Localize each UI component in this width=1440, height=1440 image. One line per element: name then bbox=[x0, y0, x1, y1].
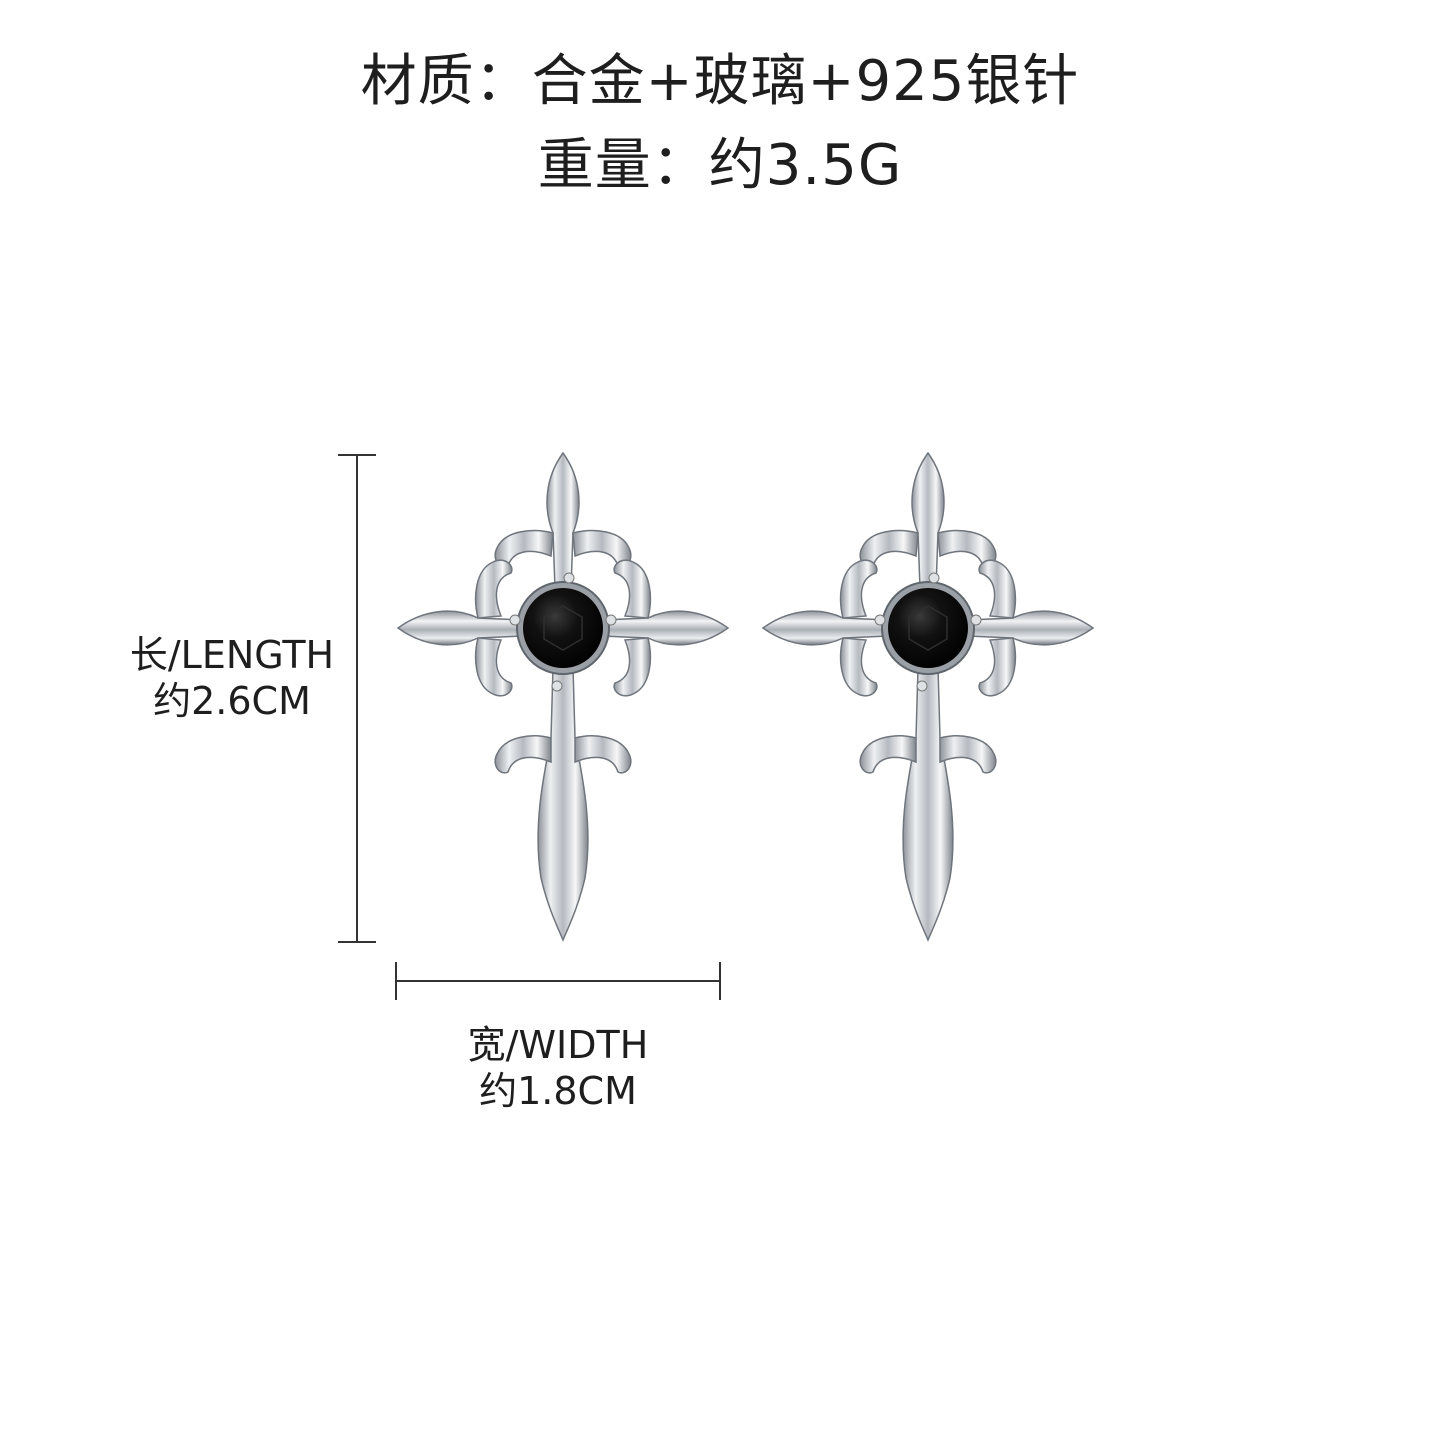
width-label-text: 宽/WIDTH bbox=[467, 1023, 649, 1067]
cross-earring-right bbox=[762, 452, 1094, 941]
material-spec: 材质：合金+玻璃+925银针 bbox=[360, 49, 1080, 114]
length-dimension-label: 长/LENGTH 约2.6CM bbox=[112, 632, 352, 724]
weight-spec: 重量：约3.5G bbox=[537, 133, 903, 198]
length-label-text: 长/LENGTH bbox=[129, 633, 335, 677]
length-value-text: 约2.6CM bbox=[153, 679, 311, 723]
width-dimension-line bbox=[395, 962, 721, 1000]
cross-earring-left bbox=[397, 452, 729, 941]
width-value-text: 约1.8CM bbox=[479, 1069, 637, 1113]
width-dimension-label: 宽/WIDTH 约1.8CM bbox=[438, 1022, 678, 1114]
length-dimension-line bbox=[338, 454, 376, 943]
